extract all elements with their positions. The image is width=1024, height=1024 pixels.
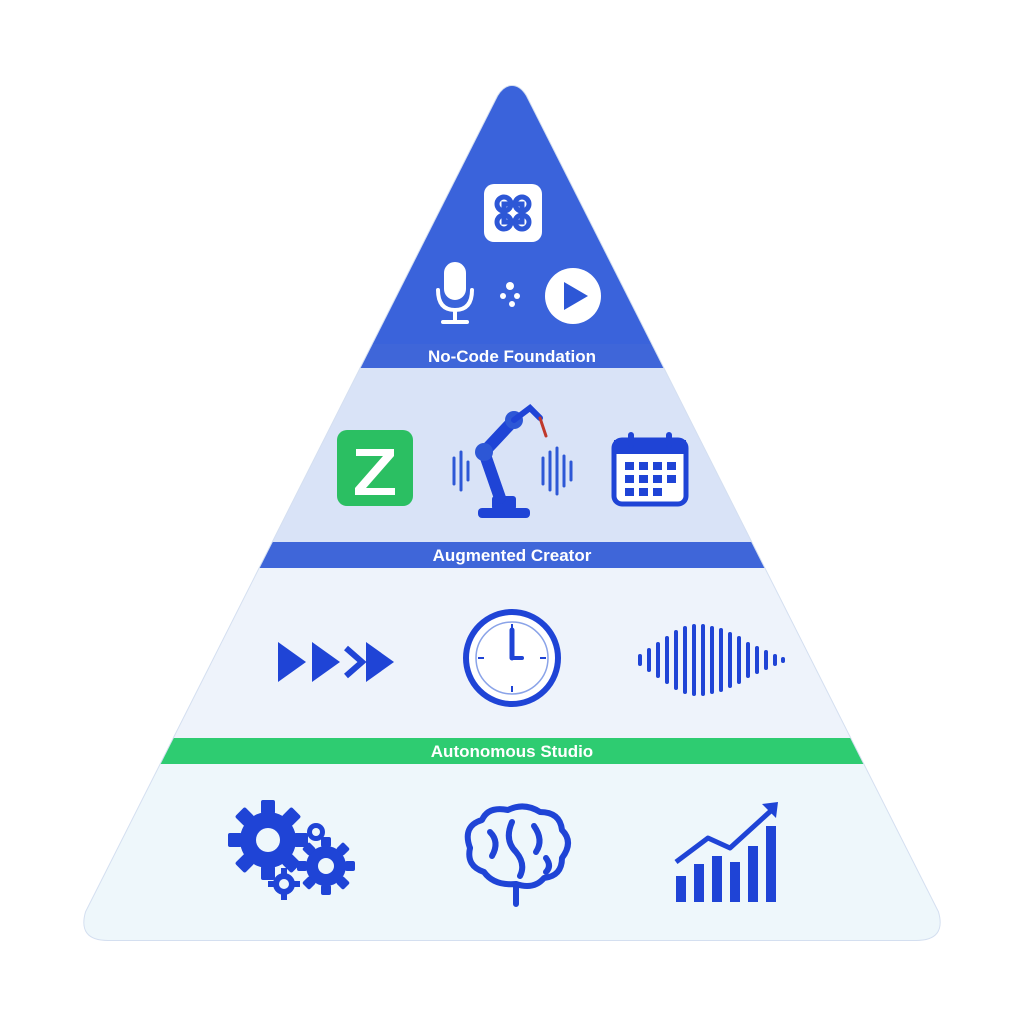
sparkle-icon (500, 282, 520, 307)
tier-3-label-band (84, 738, 940, 764)
z-app-icon (337, 430, 413, 506)
brain-icon (464, 803, 571, 907)
growth-chart-icon (674, 802, 778, 902)
tier-2-label: Augmented Creator (433, 546, 592, 565)
play-circle-icon (545, 268, 601, 324)
tier-4-fill (84, 764, 940, 940)
gears-icon (228, 800, 355, 900)
robot-arm-icon (452, 404, 573, 518)
tier-3-label: Autonomous Studio (431, 742, 593, 761)
calendar-icon (611, 432, 689, 507)
fast-forward-icon (278, 642, 394, 682)
microphone-icon (436, 262, 474, 324)
tier-1-label: No-Code Foundation (428, 347, 596, 366)
clock-icon (463, 609, 561, 707)
command-app-icon (484, 184, 542, 242)
sound-wave-icon (638, 624, 785, 696)
